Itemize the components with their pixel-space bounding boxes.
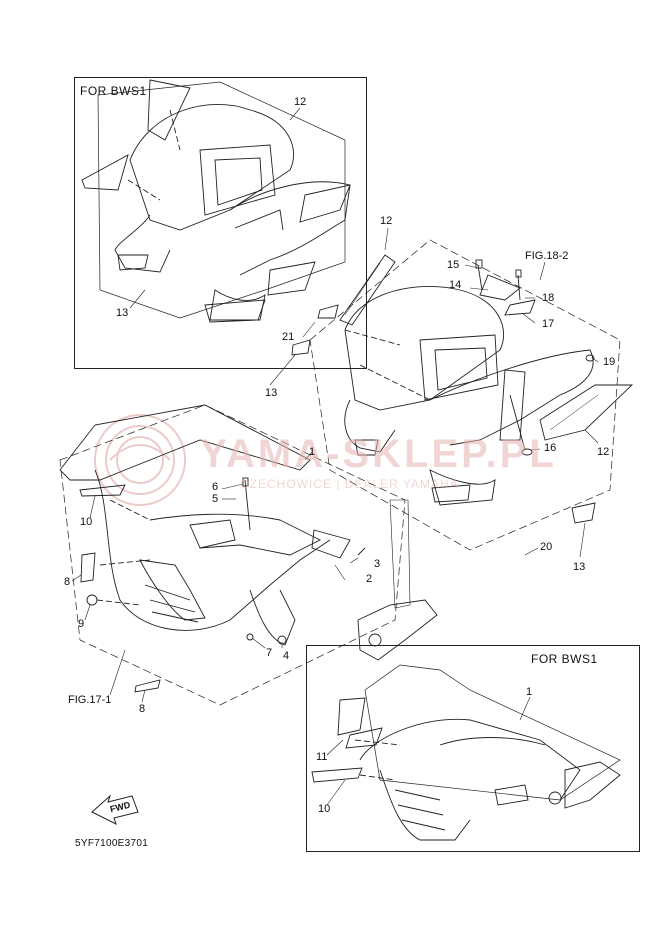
inset-label-front: FOR BWS1 [531,652,598,666]
part-code: 5YF7100E3701 [75,838,149,849]
callout-17: 17 [542,318,555,330]
inset-bws1-front [306,645,640,852]
callout-9: 9 [78,618,85,630]
callout-1-inset: 1 [526,686,533,698]
callout-10-main: 10 [80,516,93,528]
callout-18: 18 [542,292,555,304]
watermark-title: YAMA-SKLEP.PL [200,432,557,476]
callout-12-mid: 12 [380,215,393,227]
callout-5: 5 [212,493,219,505]
callout-13-right: 13 [573,561,586,573]
fig-ref-rear: FIG.18-2 [525,250,569,262]
callout-19: 19 [603,356,616,368]
rear-fender-inset-drawing [81,79,351,323]
callout-8-lower: 8 [139,703,146,715]
callout-3: 3 [374,558,381,570]
rear-fender-drawing [291,239,634,551]
watermark-badge [94,414,186,506]
callout-7: 7 [266,647,273,659]
callout-11: 11 [316,751,328,763]
callout-10-inset: 10 [318,803,331,815]
callout-6: 6 [212,481,219,493]
fwd-arrow-icon [91,794,139,825]
callout-13-inset: 13 [116,307,129,319]
callout-20: 20 [540,541,553,553]
callout-4: 4 [283,650,290,662]
fig-ref-front: FIG.17-1 [68,694,112,706]
callout-21: 21 [282,331,295,343]
callout-8-main: 8 [64,576,71,588]
callout-12-right: 12 [597,446,610,458]
callout-2: 2 [366,573,373,585]
watermark-subtitle: CZECHOWICE | DEALER YAMAHA [240,477,459,491]
callout-13-mid: 13 [265,387,278,399]
leader-lines [71,107,599,806]
callout-12-inset: 12 [294,96,307,108]
callout-16: 16 [544,442,557,454]
front-fender-drawing [59,404,438,706]
callout-14: 14 [449,279,462,291]
watermark: YAMA-SKLEP.PL CZECHOWICE | DEALER YAMAHA [200,432,557,491]
callout-1-main: 1 [309,446,316,458]
inset-label-rear: FOR BWS1 [80,84,147,98]
callout-15: 15 [447,259,460,271]
front-fender-inset-drawing [311,664,621,841]
